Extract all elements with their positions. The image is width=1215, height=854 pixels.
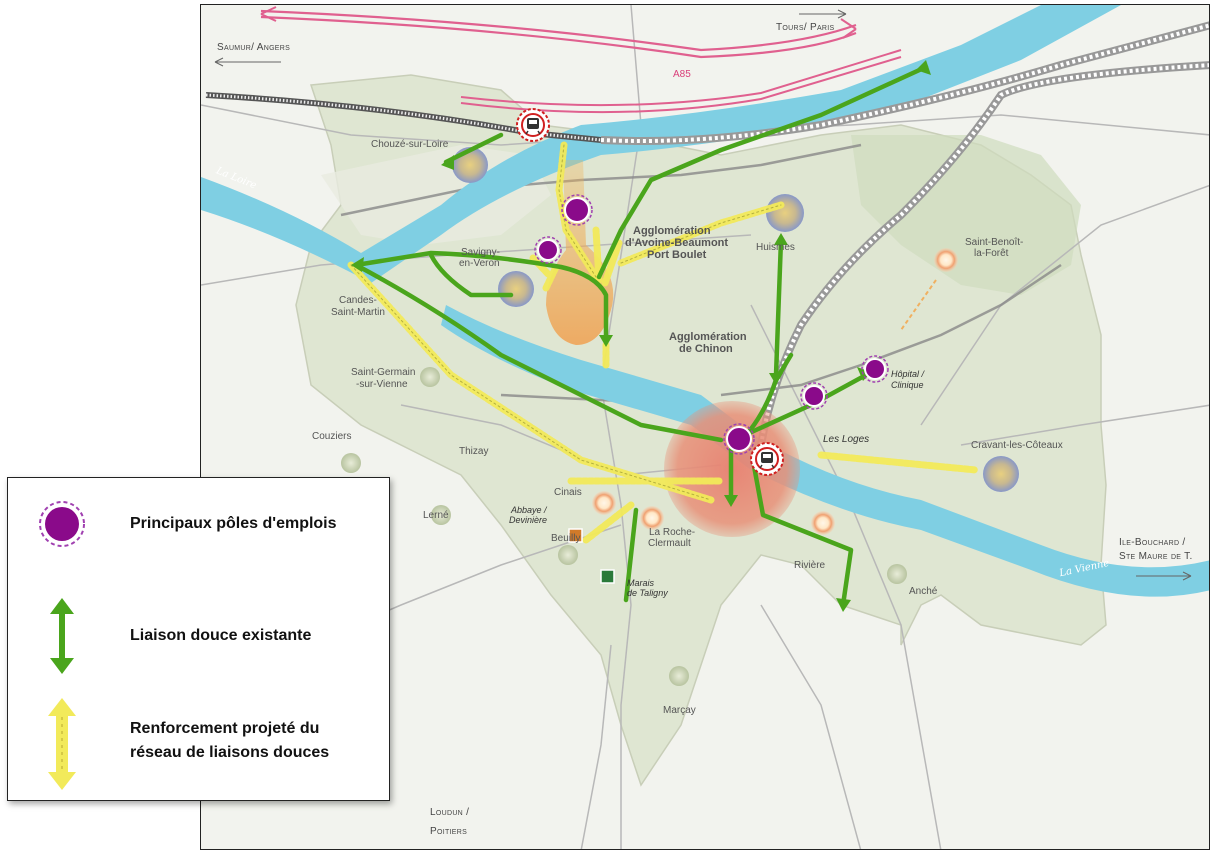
village-icon xyxy=(431,505,451,525)
label-ste-maure: Ste Maure de T. xyxy=(1119,551,1193,562)
train-station-icon xyxy=(750,442,784,476)
legend-label-green-link: Liaison douce existante xyxy=(130,627,312,644)
job-pole-icon xyxy=(723,423,755,455)
job-pole-icon xyxy=(39,501,85,547)
label-agglo-avoine-1: Agglomération xyxy=(633,225,711,237)
legend-item-green-link: Liaison douce existante xyxy=(8,596,391,676)
label-riviere: Rivière xyxy=(794,560,826,571)
label-anche: Anché xyxy=(909,586,938,597)
village-icon xyxy=(341,453,361,473)
local-pole-icon xyxy=(592,491,616,515)
village-icon xyxy=(669,666,689,686)
abbaye-marker-icon xyxy=(568,528,583,543)
label-lerne: Lerné xyxy=(423,510,449,521)
label-marcay: Marçay xyxy=(663,705,696,716)
label-ile-bouchard: Ile-Bouchard / xyxy=(1119,537,1186,548)
job-pole-icon xyxy=(561,194,593,226)
label-hopital-1: Hôpital / xyxy=(891,369,925,379)
label-marais-2: de Taligny xyxy=(627,588,668,598)
label-savigny-2: en-Veron xyxy=(459,258,500,269)
label-agglo-avoine-3: Port Boulet xyxy=(647,249,707,261)
job-pole-icon xyxy=(534,236,562,264)
label-st-germain-1: Saint-Germain xyxy=(351,367,416,378)
village-icon xyxy=(558,545,578,565)
label-la-roche-1: La Roche- xyxy=(649,527,696,538)
secondary-pole-icon xyxy=(498,271,534,307)
label-saumur-angers: Saumur/ Angers xyxy=(217,42,291,53)
label-hopital-2: Clinique xyxy=(891,380,924,390)
legend: Principaux pôles d'emplois Liaison douce… xyxy=(7,477,390,801)
label-abbaye-2: Devinière xyxy=(509,515,548,525)
label-huismes: Huismes xyxy=(756,242,795,253)
marais-marker-icon xyxy=(600,569,615,584)
job-pole-icon xyxy=(800,382,828,410)
label-cravant: Cravant-les-Côteaux xyxy=(971,440,1063,451)
legend-item-job-pole: Principaux pôles d'emplois xyxy=(8,484,391,564)
label-a85: A85 xyxy=(673,69,691,80)
label-candes-2: Saint-Martin xyxy=(331,307,385,318)
label-la-roche-2: Clermault xyxy=(648,538,691,549)
label-couziers: Couziers xyxy=(312,431,352,442)
label-loudun: Loudun / xyxy=(430,807,470,818)
label-poitiers: Poitiers xyxy=(430,826,468,837)
label-beuilly: Beuilly xyxy=(551,533,581,544)
label-agglo-chinon-2: de Chinon xyxy=(679,343,733,355)
label-st-benoit-2: la-Forêt xyxy=(974,248,1009,259)
label-agglo-avoine-2: d'Avoine-Beaumont xyxy=(625,237,729,249)
label-chouze: Chouzé-sur-Loire xyxy=(371,139,449,150)
label-st-germain-2: -sur-Vienne xyxy=(356,379,408,390)
label-tours-paris: Tours/ Paris xyxy=(776,22,835,33)
label-agglo-chinon-1: Agglomération xyxy=(669,331,747,343)
yellow-double-arrow-icon xyxy=(48,698,76,790)
village-icon xyxy=(420,367,440,387)
legend-label-yellow-link-2: réseau de liaisons douces xyxy=(130,744,330,761)
local-pole-icon xyxy=(640,506,664,530)
label-cinais: Cinais xyxy=(554,487,582,498)
local-pole-icon xyxy=(934,248,958,272)
label-st-benoit-1: Saint-Benoît- xyxy=(965,237,1024,248)
train-station-icon xyxy=(516,108,550,142)
label-les-loges: Les Loges xyxy=(823,434,870,445)
secondary-pole-icon xyxy=(983,456,1019,492)
legend-item-yellow-link: Renforcement projeté du réseau de liaiso… xyxy=(8,696,391,792)
village-icon xyxy=(887,564,907,584)
local-pole-icon xyxy=(811,511,835,535)
job-pole-icon xyxy=(861,355,889,383)
label-marais-1: Marais xyxy=(627,578,655,588)
legend-label-job-pole: Principaux pôles d'emplois xyxy=(130,515,337,532)
secondary-pole-icon xyxy=(766,194,804,232)
legend-label-yellow-link-1: Renforcement projeté du xyxy=(130,720,320,737)
label-abbaye-1: Abbaye / xyxy=(511,505,547,515)
label-thizay: Thizay xyxy=(459,446,489,457)
green-double-arrow-icon xyxy=(50,598,74,674)
label-candes-1: Candes- xyxy=(339,295,377,306)
label-savigny-1: Savigny- xyxy=(461,247,500,258)
